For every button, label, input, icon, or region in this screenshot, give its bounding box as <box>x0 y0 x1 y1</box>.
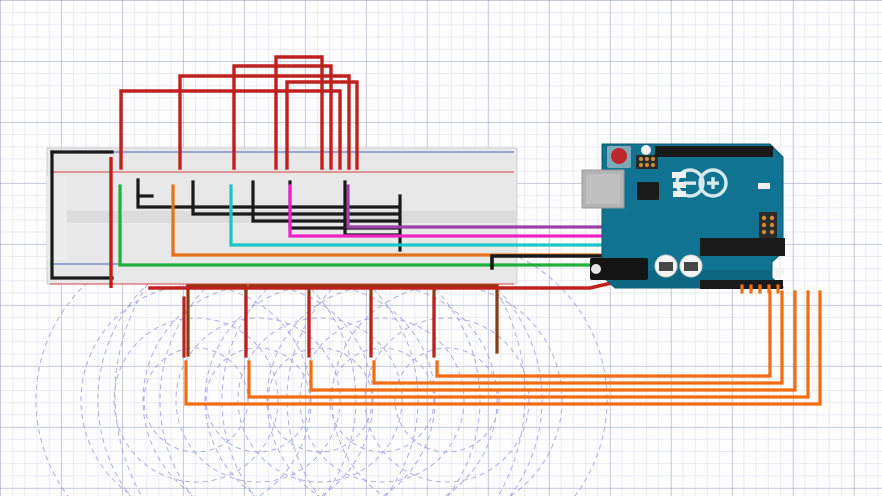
led-on <box>758 183 770 189</box>
mcu-chip <box>637 182 659 200</box>
led-rx <box>673 191 686 197</box>
power-header <box>700 280 748 289</box>
mount-hole-1 <box>641 145 651 155</box>
power-barrel-jack <box>590 258 648 280</box>
wire-pot-gnd-b <box>191 180 400 216</box>
reset-button <box>611 148 627 164</box>
board-connector-block <box>700 238 785 256</box>
wire-bb-gnd-left <box>50 150 114 280</box>
led-tx <box>673 182 686 188</box>
arduino-logo <box>675 168 728 198</box>
wire-pot4-5v <box>274 55 324 170</box>
wire-pot2-5v <box>178 74 351 170</box>
wire-pot1-5v <box>119 89 342 170</box>
wire-servo1-signal <box>184 290 822 406</box>
wire-pot3-5v <box>232 64 333 170</box>
wire-servo5-signal <box>435 290 772 378</box>
wire-servo5-power <box>435 284 499 354</box>
wire-servo3-signal <box>309 290 797 392</box>
wire-servo4-signal <box>372 290 784 385</box>
wire-pot-gnd-c <box>251 180 400 223</box>
wire-pot5-5v <box>285 80 359 170</box>
wire-pot-gnd-a <box>136 194 400 209</box>
wire-servo2-signal <box>247 290 810 399</box>
mount-hole-2 <box>774 267 784 277</box>
icsp-header <box>759 212 777 238</box>
digital-header <box>655 146 773 157</box>
wire-gnd-to-arduino <box>490 254 638 270</box>
icsp2-header <box>636 155 658 169</box>
